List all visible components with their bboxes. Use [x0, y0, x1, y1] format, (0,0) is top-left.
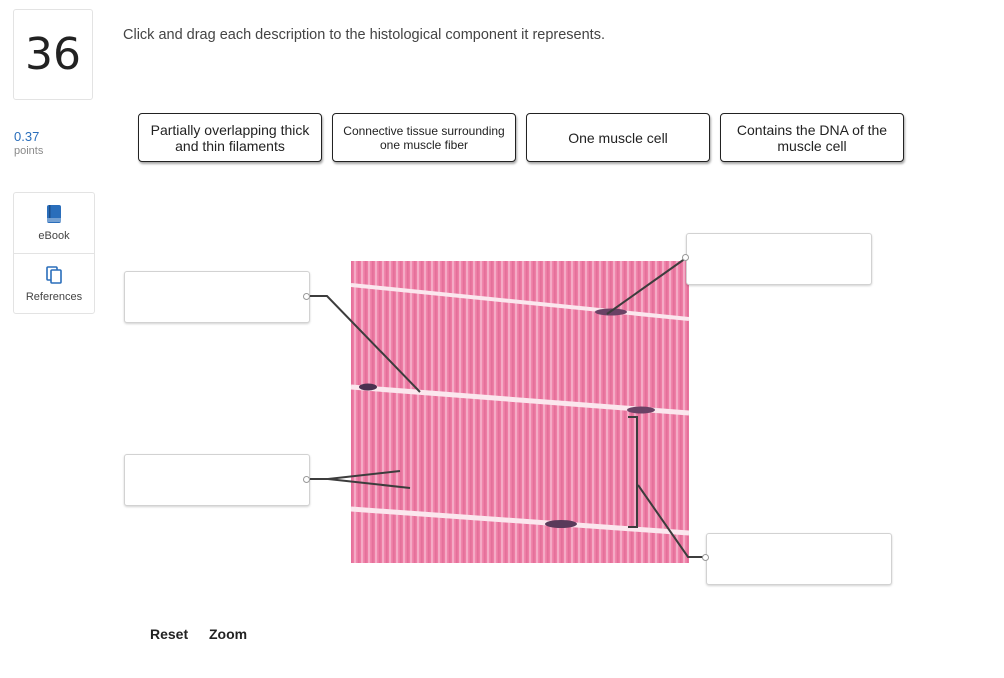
- drop-anchor-3: [682, 254, 689, 261]
- drop-anchor-1: [303, 293, 310, 300]
- points-display: 0.37 points: [14, 129, 43, 157]
- reset-button[interactable]: Reset: [150, 626, 188, 642]
- instruction-text: Click and drag each description to the h…: [123, 27, 605, 43]
- choice-dna[interactable]: Contains the DNA of the muscle cell: [720, 113, 904, 162]
- micrograph-image: [351, 261, 689, 563]
- references-button[interactable]: References: [14, 253, 94, 314]
- points-value: 0.37: [14, 129, 43, 144]
- ebook-button[interactable]: eBook: [14, 193, 94, 253]
- references-label: References: [26, 291, 82, 303]
- choice-connective-tissue[interactable]: Connective tissue surrounding one muscle…: [332, 113, 516, 162]
- zoom-button[interactable]: Zoom: [209, 626, 247, 642]
- tools-panel: eBook References: [13, 192, 95, 314]
- book-icon: [44, 204, 64, 224]
- drop-anchor-4: [702, 554, 709, 561]
- drop-target-4[interactable]: [706, 533, 892, 585]
- drop-target-2[interactable]: [124, 454, 310, 506]
- question-number: 36: [13, 9, 93, 100]
- drop-anchor-2: [303, 476, 310, 483]
- drop-target-3[interactable]: [686, 233, 872, 285]
- ebook-label: eBook: [38, 230, 69, 242]
- documents-icon: [44, 265, 64, 285]
- choice-filaments[interactable]: Partially overlapping thick and thin fil…: [138, 113, 322, 162]
- points-label: points: [14, 145, 43, 157]
- choice-muscle-cell[interactable]: One muscle cell: [526, 113, 710, 162]
- drop-target-1[interactable]: [124, 271, 310, 323]
